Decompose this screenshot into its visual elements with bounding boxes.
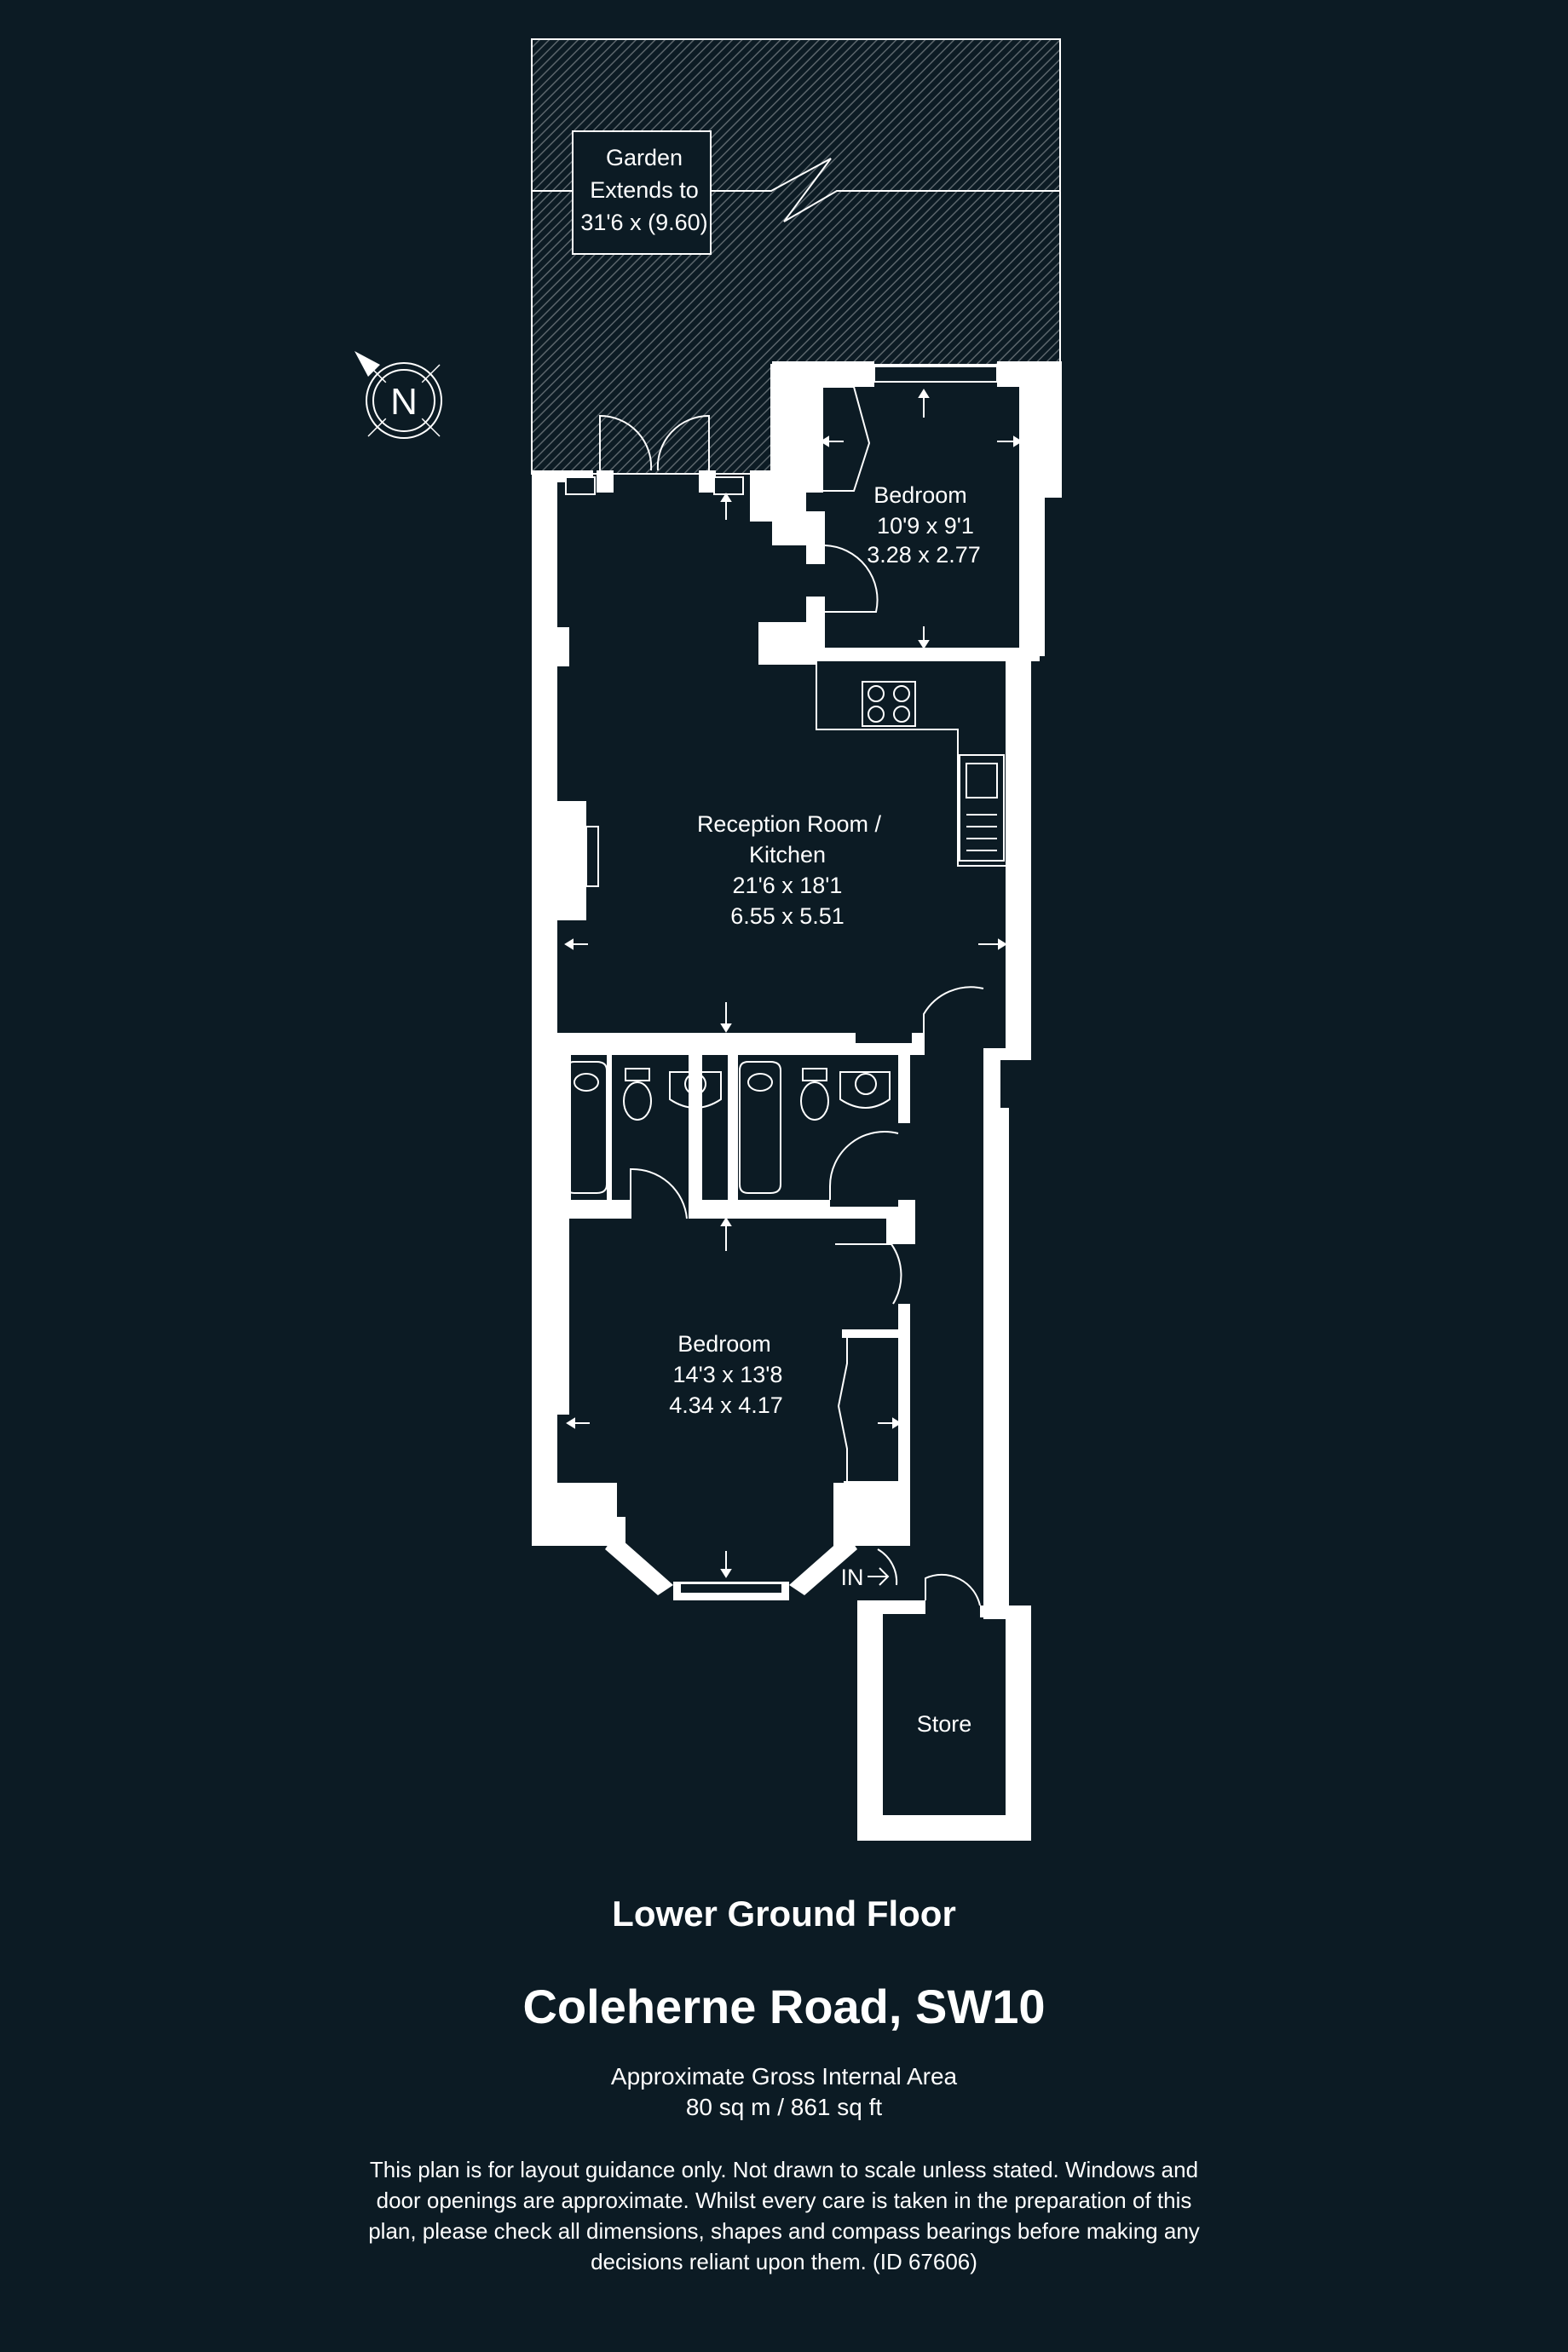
property-address: Coleherne Road, SW10 bbox=[522, 1980, 1046, 2033]
bedroom-bottom-imperial: 14'3 x 13'8 bbox=[673, 1362, 783, 1387]
reception-imperial: 21'6 x 18'1 bbox=[733, 873, 843, 898]
entrance-arrow-icon bbox=[868, 1567, 890, 1586]
fixtures bbox=[565, 386, 1006, 1606]
bedroom-bottom-name: Bedroom bbox=[677, 1331, 771, 1357]
room-labels: Bedroom 10'9 x 9'1 3.28 x 2.77 Reception… bbox=[669, 482, 981, 1737]
windows bbox=[565, 366, 998, 1594]
bedroom-top-metric: 3.28 x 2.77 bbox=[867, 542, 981, 568]
area-label: Approximate Gross Internal Area bbox=[610, 2063, 958, 2090]
entrance-label: IN bbox=[841, 1565, 864, 1590]
walls bbox=[532, 361, 1062, 1841]
reception-metric: 6.55 x 5.51 bbox=[730, 903, 845, 929]
bedroom-bottom-metric: 4.34 x 4.17 bbox=[669, 1392, 783, 1418]
garden-label-box bbox=[572, 130, 712, 255]
bedroom-top-imperial: 10'9 x 9'1 bbox=[877, 513, 974, 539]
reception-name-line2: Kitchen bbox=[749, 842, 826, 868]
compass-north-icon: N bbox=[355, 351, 442, 439]
garden-label-line1: Garden bbox=[606, 145, 683, 170]
store-name: Store bbox=[917, 1711, 972, 1737]
disclaimer-text: This plan is for layout guidance only. N… bbox=[368, 2157, 1200, 2274]
area-value: 80 sq m / 861 sq ft bbox=[685, 2094, 883, 2120]
dimension-arrows bbox=[564, 389, 1023, 1578]
floor-name: Lower Ground Floor bbox=[612, 1894, 956, 1934]
garden-area: Garden Extends to 31'6 x (9.60) bbox=[531, 38, 1061, 475]
compass-letter: N bbox=[390, 381, 418, 423]
garden-label-line2: Extends to bbox=[590, 177, 699, 203]
bedroom-top-name: Bedroom bbox=[873, 482, 967, 508]
reception-name-line1: Reception Room / bbox=[697, 811, 882, 837]
garden-label-line3: 31'6 x (9.60) bbox=[580, 210, 707, 235]
